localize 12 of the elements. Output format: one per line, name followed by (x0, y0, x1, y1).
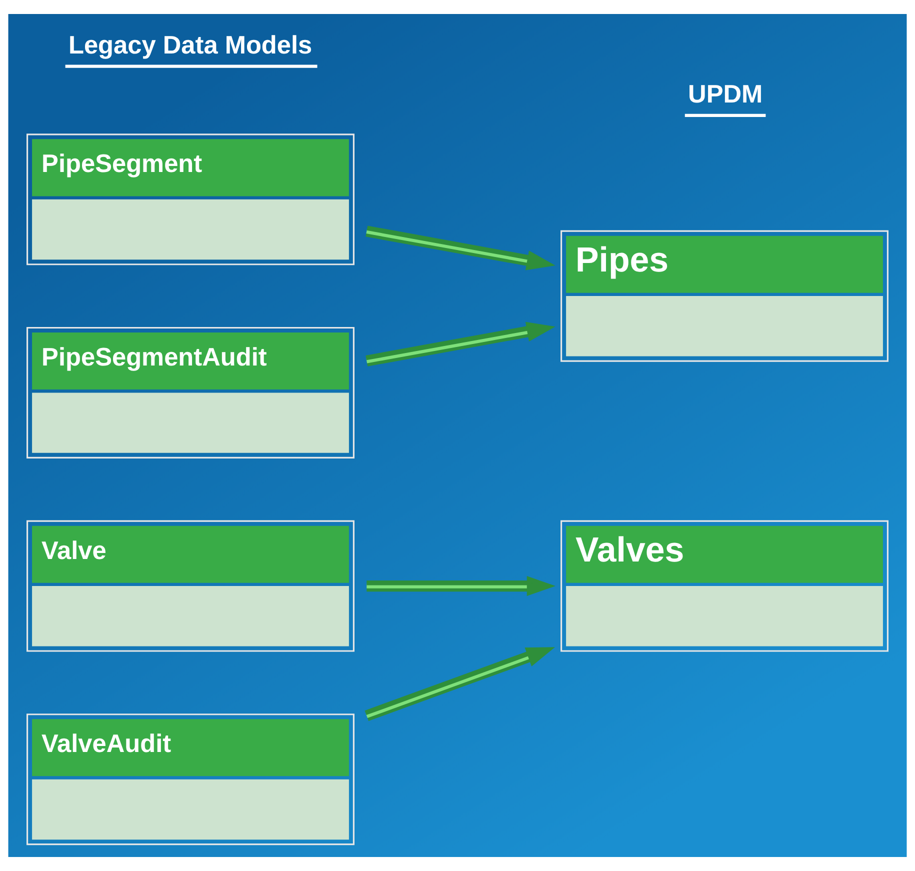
label: UPDM (688, 80, 763, 108)
arrow (364, 647, 556, 721)
node-box: Valves (560, 520, 888, 652)
node-box: PipeSegment (26, 134, 354, 266)
arrow (366, 226, 556, 270)
label: Legacy Data Models (68, 31, 312, 60)
node-box: Valve (26, 520, 354, 652)
node-box: PipeSegmentAudit (26, 326, 354, 458)
arrow (366, 576, 556, 596)
arrow (366, 322, 556, 366)
node-box: ValveAudit (26, 714, 354, 846)
node-box: Pipes (560, 230, 888, 362)
